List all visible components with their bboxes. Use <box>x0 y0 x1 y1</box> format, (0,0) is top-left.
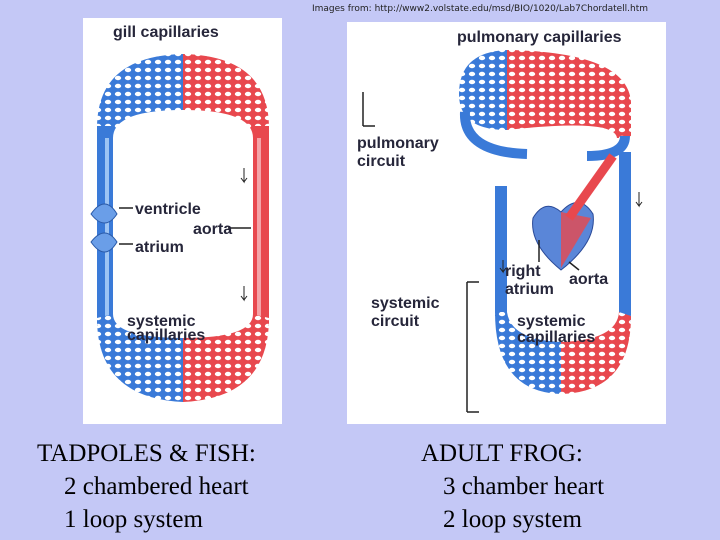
fish-caption: TADPOLES & FISH: 2 chambered heart 1 loo… <box>37 437 256 536</box>
frog-systemic-capillaries-label: systemic <box>517 313 586 330</box>
fish-heart-ventricle <box>91 204 117 223</box>
frog-caption-heart: 3 chamber heart <box>421 470 604 503</box>
right-label: right <box>505 263 541 280</box>
frog-aorta-label: aorta <box>569 271 608 288</box>
frog-circulation-diagram: pulmonary capillaries pulmonary circuit … <box>347 22 666 424</box>
pulmonary-capillaries-label: pulmonary capillaries <box>457 29 622 46</box>
fish-caption-title: TADPOLES & FISH: <box>37 437 256 470</box>
pulmonary-capillaries-red <box>507 50 631 138</box>
aorta-label: aorta <box>193 221 232 238</box>
frog-caption: ADULT FROG: 3 chamber heart 2 loop syste… <box>421 437 604 536</box>
frog-right-vessel <box>619 152 631 322</box>
frog-caption-loop: 2 loop system <box>421 503 604 536</box>
frog-caption-title: ADULT FROG: <box>421 437 604 470</box>
pulmonary-circuit-label: pulmonary <box>357 135 439 152</box>
fish-circulation-diagram: gill capillaries ventricle aorta atrium … <box>83 18 282 424</box>
fish-heart-atrium <box>91 233 117 252</box>
systemic-circuit-label-2: circuit <box>371 313 420 330</box>
gill-capillaries-blue <box>97 54 183 138</box>
ventricle-label: ventricle <box>135 201 201 218</box>
systemic-circuit-label: systemic <box>371 295 440 312</box>
fish-diagram-svg: gill capillaries ventricle aorta atrium … <box>83 18 282 424</box>
atrium-label: atrium <box>135 239 184 256</box>
right-atrium-label: atrium <box>505 281 554 298</box>
gill-capillaries-label: gill capillaries <box>113 24 219 41</box>
fish-caption-loop: 1 loop system <box>37 503 256 536</box>
frog-diagram-svg: pulmonary capillaries pulmonary circuit … <box>347 22 666 424</box>
frog-systemic-capillaries-label-2: capillaries <box>517 329 595 346</box>
source-credit: Images from: http://www2.volstate.edu/ms… <box>312 4 648 14</box>
capillaries-label: capillaries <box>127 327 205 344</box>
circuit-label: circuit <box>357 153 406 170</box>
gill-capillaries-red <box>183 54 269 138</box>
fish-caption-heart: 2 chambered heart <box>37 470 256 503</box>
